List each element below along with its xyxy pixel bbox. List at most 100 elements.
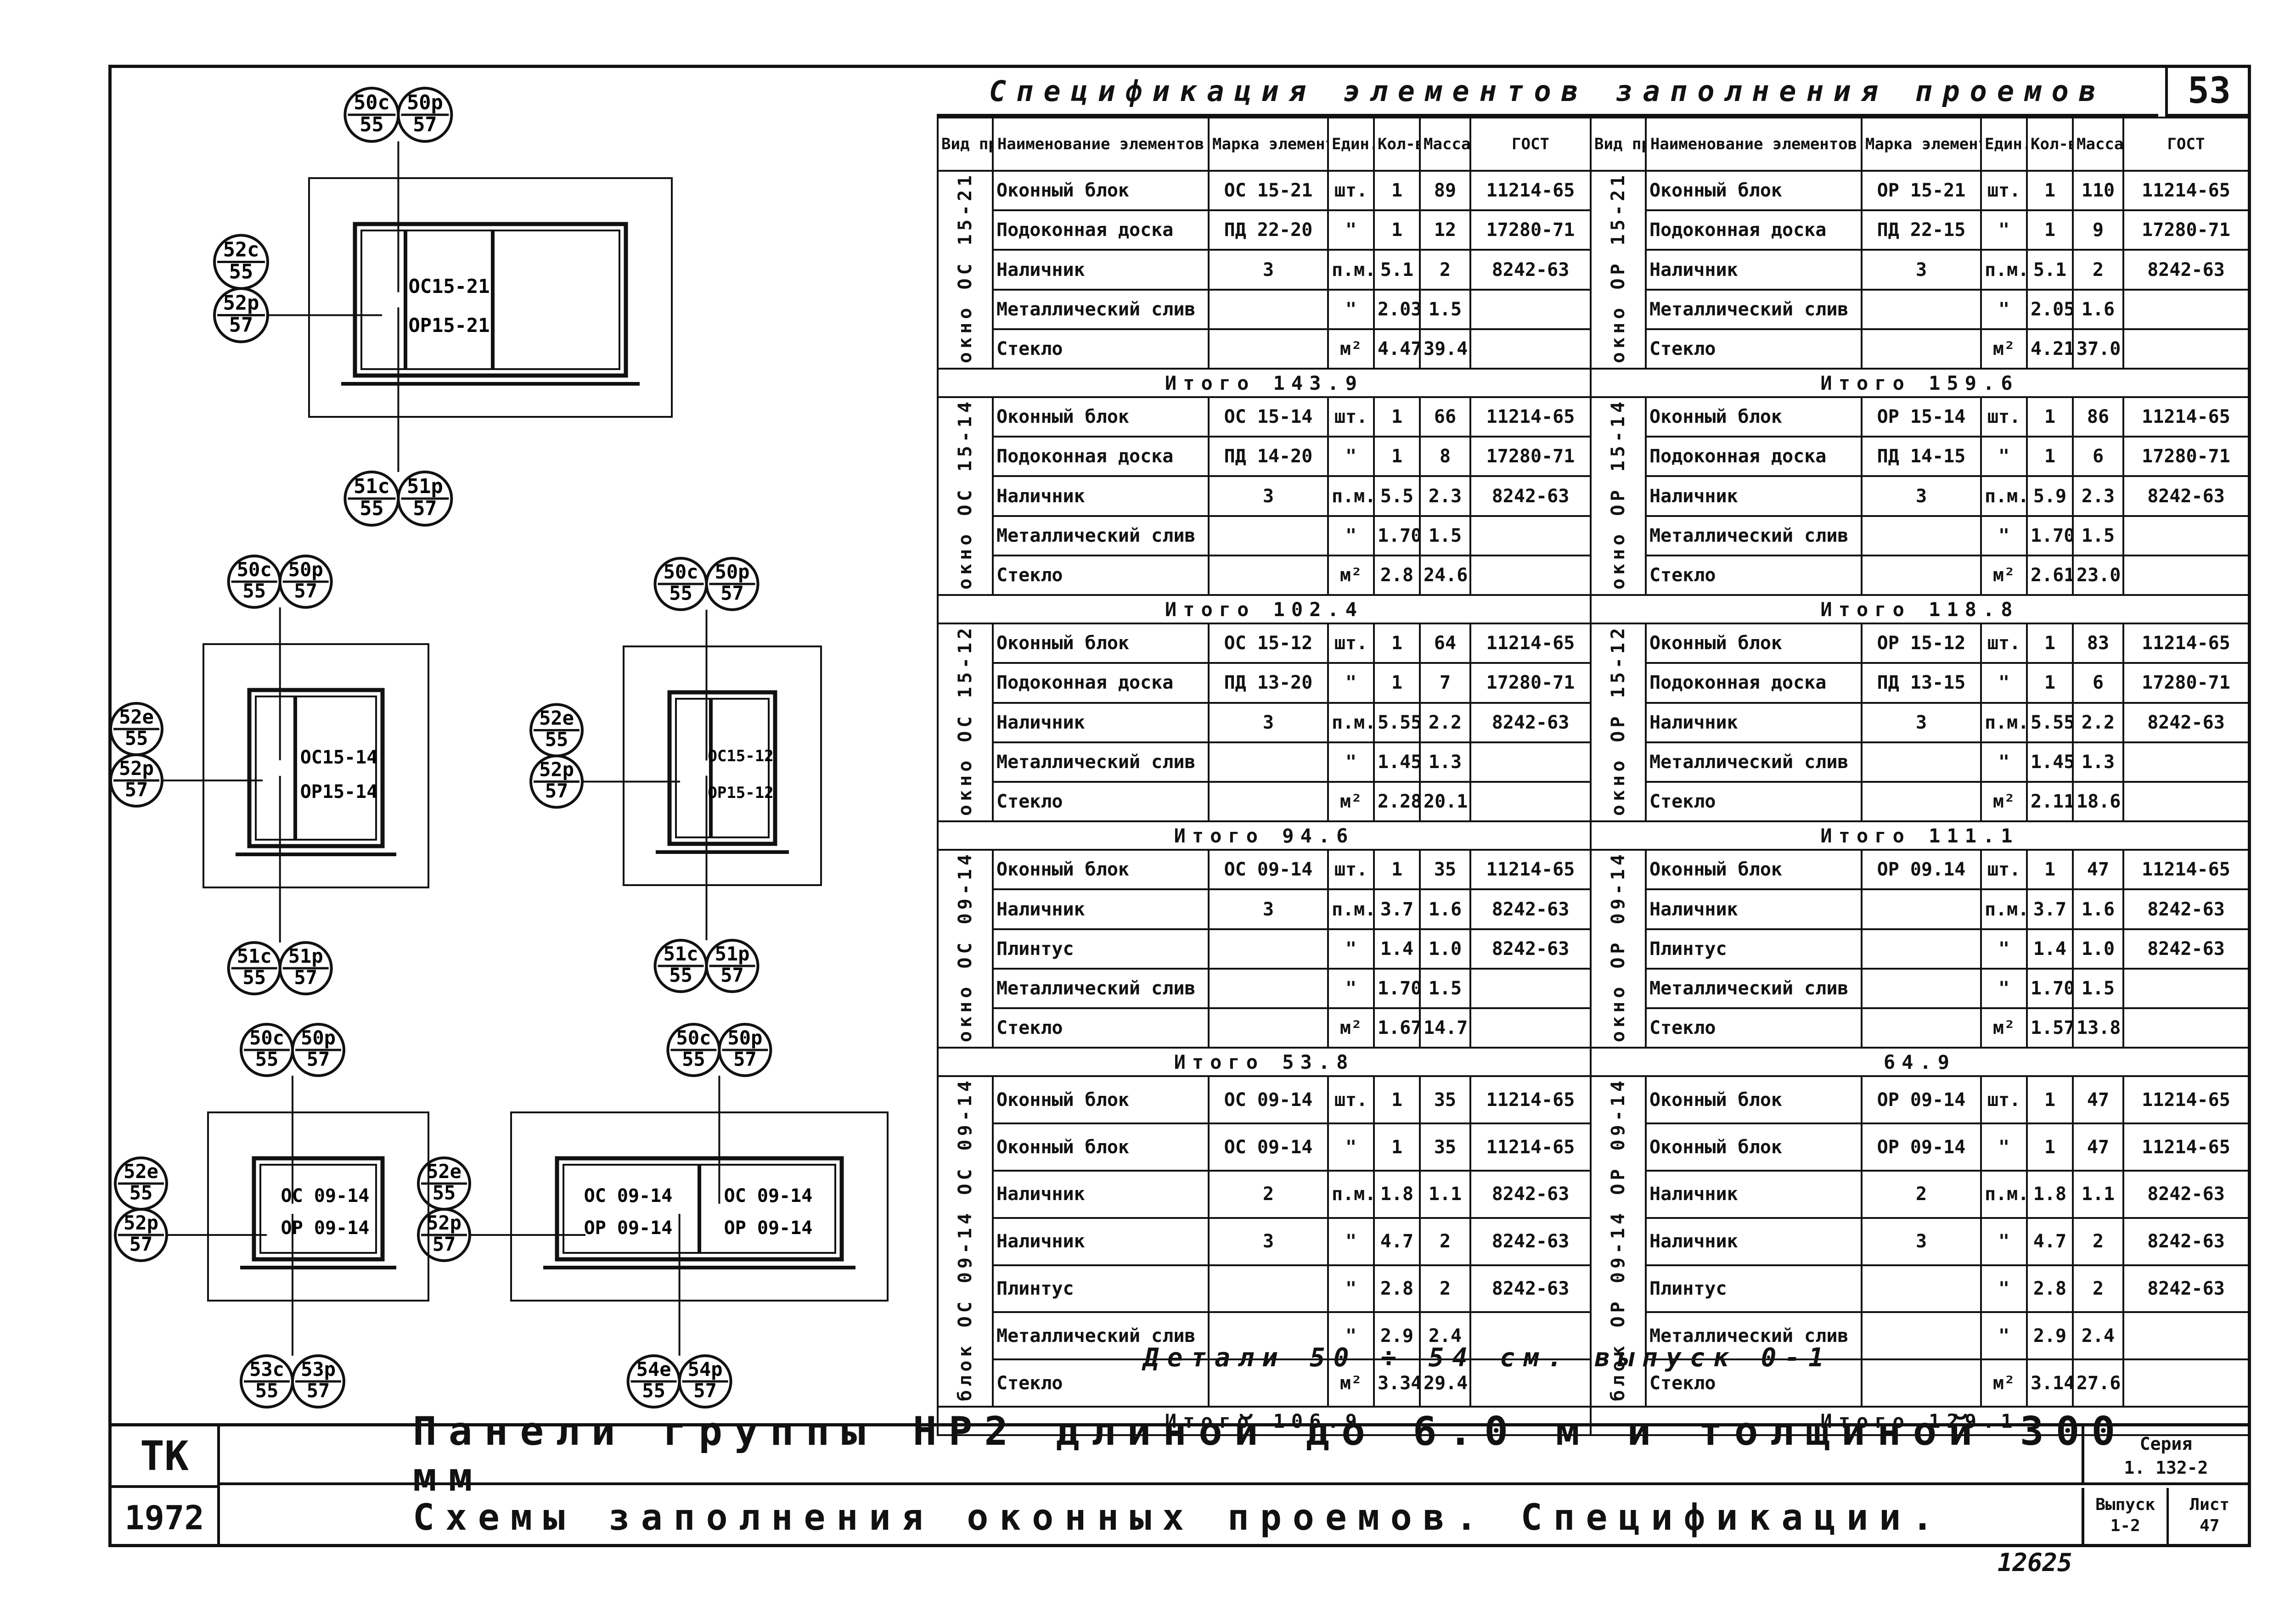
unit: " — [1327, 967, 1375, 1010]
element-mark: 3 — [1208, 888, 1329, 930]
element-name: Металлический слив — [1645, 967, 1863, 1010]
callout-sheet: 57 — [720, 964, 744, 987]
callout-number: 51р — [288, 945, 323, 967]
header-name: Наименование элементов — [992, 117, 1210, 172]
opening-type: окно ОР 15-14 — [1590, 396, 1647, 596]
window-frame — [247, 688, 385, 848]
gost — [2122, 554, 2250, 596]
gost — [1469, 967, 1592, 1010]
group-total: Итого 159.6 — [1590, 368, 2250, 398]
unit: " — [1980, 662, 2028, 704]
gost — [1469, 1311, 1592, 1361]
mass: 27.6 — [2072, 1358, 2124, 1408]
quantity: 1 — [1373, 623, 1421, 664]
callout-sheet: 57 — [294, 580, 317, 602]
element-mark — [1861, 928, 1982, 970]
header-vid: Вид проема — [1590, 117, 1647, 172]
quantity: 1.70 — [2026, 967, 2074, 1010]
gost: 11214-65 — [2122, 169, 2250, 212]
callout-sheet: 55 — [125, 727, 148, 750]
unit: " — [1980, 1264, 2028, 1313]
unit: " — [1980, 967, 2028, 1010]
unit: " — [1327, 436, 1375, 477]
mass: 6 — [2072, 662, 2124, 704]
gost: 8242-63 — [1469, 888, 1592, 930]
window-mark: ОС 09-14 — [724, 1185, 813, 1207]
group-total: Итого 111.1 — [1590, 820, 2250, 851]
quantity: 4.7 — [1373, 1217, 1421, 1266]
callout-number: 50р — [301, 1027, 336, 1049]
unit: " — [1980, 515, 2028, 556]
window-inner-frame — [675, 698, 770, 838]
mass: 1.3 — [2072, 741, 2124, 783]
quantity: 5.1 — [1373, 249, 1421, 291]
mass: 24.6 — [1419, 554, 1471, 596]
window-mark: ОР15-14 — [300, 781, 378, 802]
unit: " — [1980, 1311, 2028, 1361]
element-mark: 3 — [1861, 475, 1982, 517]
element-name: Подоконная доска — [992, 436, 1210, 477]
opening-type: окно ОС 15-12 — [937, 623, 994, 823]
element-mark: ОС 15-12 — [1208, 623, 1329, 664]
callout-number: 50с — [676, 1027, 711, 1049]
element-mark — [1208, 515, 1329, 556]
unit: м² — [1980, 1358, 2028, 1408]
callout-sheet: 55 — [242, 580, 266, 602]
callout-number: 50с — [354, 91, 390, 114]
element-mark: ОР 09-14 — [1861, 1122, 1982, 1172]
mass: 2.3 — [2072, 475, 2124, 517]
gost — [1469, 288, 1592, 330]
unit: п.м. — [1327, 1169, 1375, 1219]
callout-number: 50с — [249, 1027, 284, 1049]
element-name: Оконный блок — [992, 1122, 1210, 1172]
element-name: Оконный блок — [1645, 1075, 1863, 1125]
callout-number: 51с — [664, 943, 698, 965]
element-name: Наличник — [992, 1169, 1210, 1219]
element-name: Стекло — [1645, 1358, 1863, 1408]
callout-sheet: 57 — [294, 966, 317, 989]
element-mark: ОС 09-14 — [1208, 849, 1329, 891]
mass: 18.6 — [2072, 780, 2124, 823]
group-total: Итого 53.8 — [937, 1047, 1592, 1077]
element-mark — [1208, 741, 1329, 783]
opening-outline — [623, 645, 822, 886]
quantity: 1.57 — [2026, 1007, 2074, 1049]
element-name: Подоконная доска — [1645, 209, 1863, 251]
unit: " — [1327, 1122, 1375, 1172]
mass: 1.5 — [1419, 515, 1471, 556]
callout-sheet: 57 — [307, 1380, 330, 1402]
mass: 2.4 — [1419, 1311, 1471, 1361]
group-total: Итого 106.9 — [937, 1406, 1592, 1437]
unit: шт. — [1980, 169, 2028, 212]
gost: 17280-71 — [1469, 436, 1592, 477]
element-name: Наличник — [1645, 249, 1863, 291]
element-mark: ОР 15-21 — [1861, 169, 1982, 212]
unit: п.м. — [1980, 701, 2028, 743]
opening-type-label: окно ОР 15-14 — [1608, 398, 1629, 590]
detail-callout — [718, 1023, 772, 1077]
element-mark — [1208, 554, 1329, 596]
gost: 8242-63 — [1469, 1264, 1592, 1313]
issue-value: 1-2 — [2110, 1516, 2140, 1535]
title-block: ТК 1972 Панели группы НР2 длиной до 6.0 … — [112, 1409, 2251, 1547]
quantity: 3.7 — [1373, 888, 1421, 930]
element-name: Плинтус — [992, 1264, 1210, 1313]
window-frame — [252, 1156, 385, 1262]
element-name: Оконный блок — [1645, 849, 1863, 891]
mass: 2.2 — [1419, 701, 1471, 743]
unit: п.м. — [1980, 888, 2028, 930]
element-name: Металлический слив — [992, 1311, 1210, 1361]
mass: 39.4 — [1419, 328, 1471, 370]
unit: шт. — [1327, 1075, 1375, 1125]
gost: 8242-63 — [1469, 475, 1592, 517]
